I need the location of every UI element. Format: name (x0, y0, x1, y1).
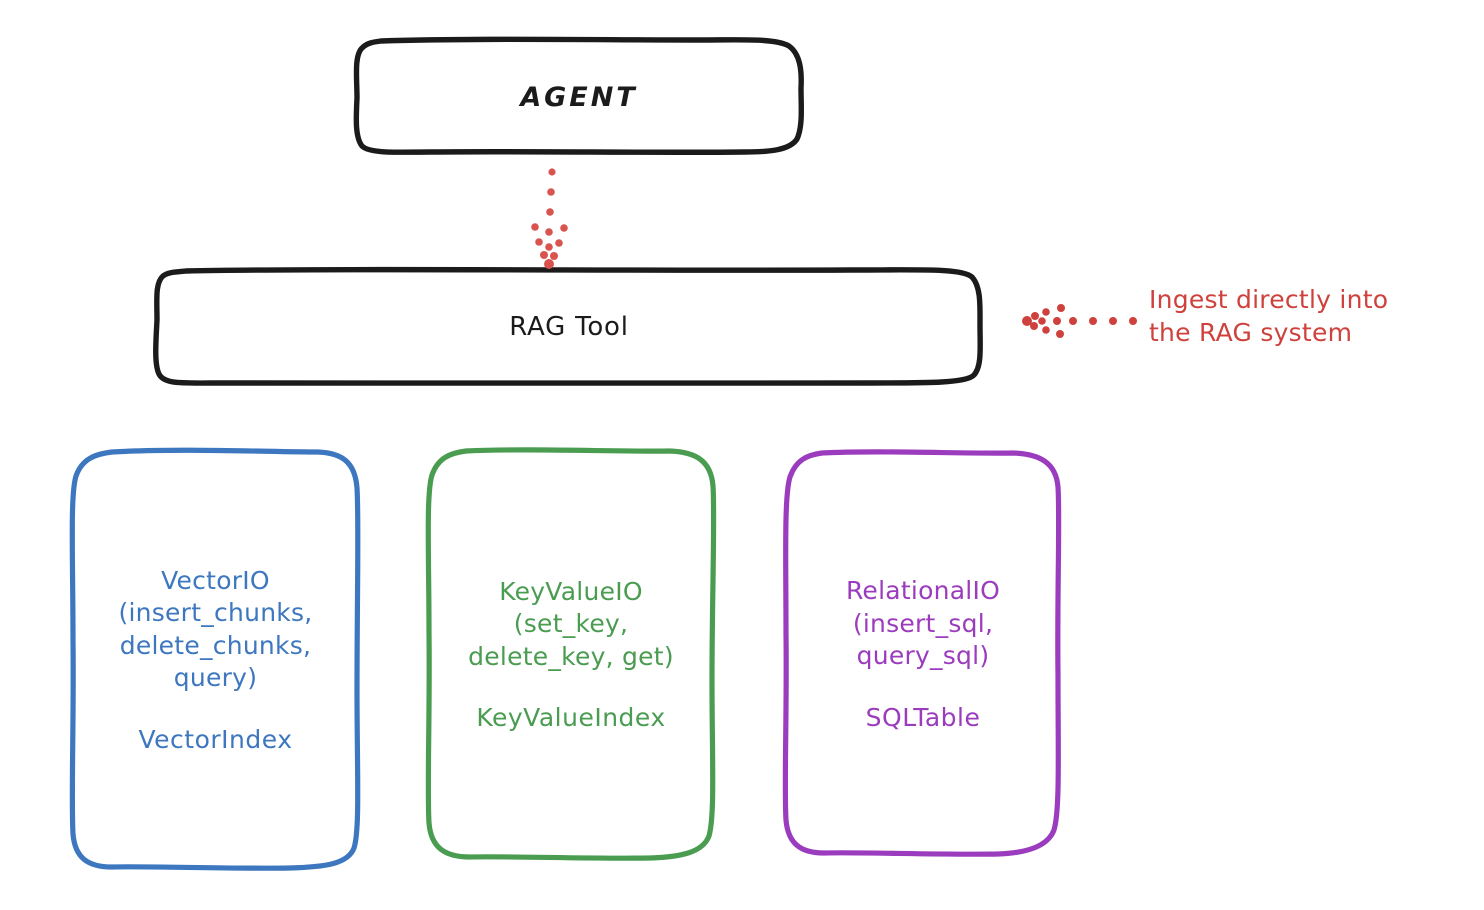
key-value-io-node-outline (425, 447, 717, 861)
vector-io-node[interactable] (69, 447, 361, 871)
rag-tool-node-outline (153, 266, 983, 386)
relational-io-node[interactable] (782, 449, 1062, 857)
rag-tool-node[interactable] (153, 266, 983, 386)
relational-io-node-outline (782, 449, 1062, 857)
ingest-connector (1022, 304, 1137, 338)
agent-node[interactable] (353, 36, 805, 155)
agent-node-outline (353, 36, 805, 155)
key-value-io-node[interactable] (425, 447, 717, 861)
agent-to-rag-connector (531, 168, 568, 269)
vector-io-node-outline (69, 447, 361, 871)
